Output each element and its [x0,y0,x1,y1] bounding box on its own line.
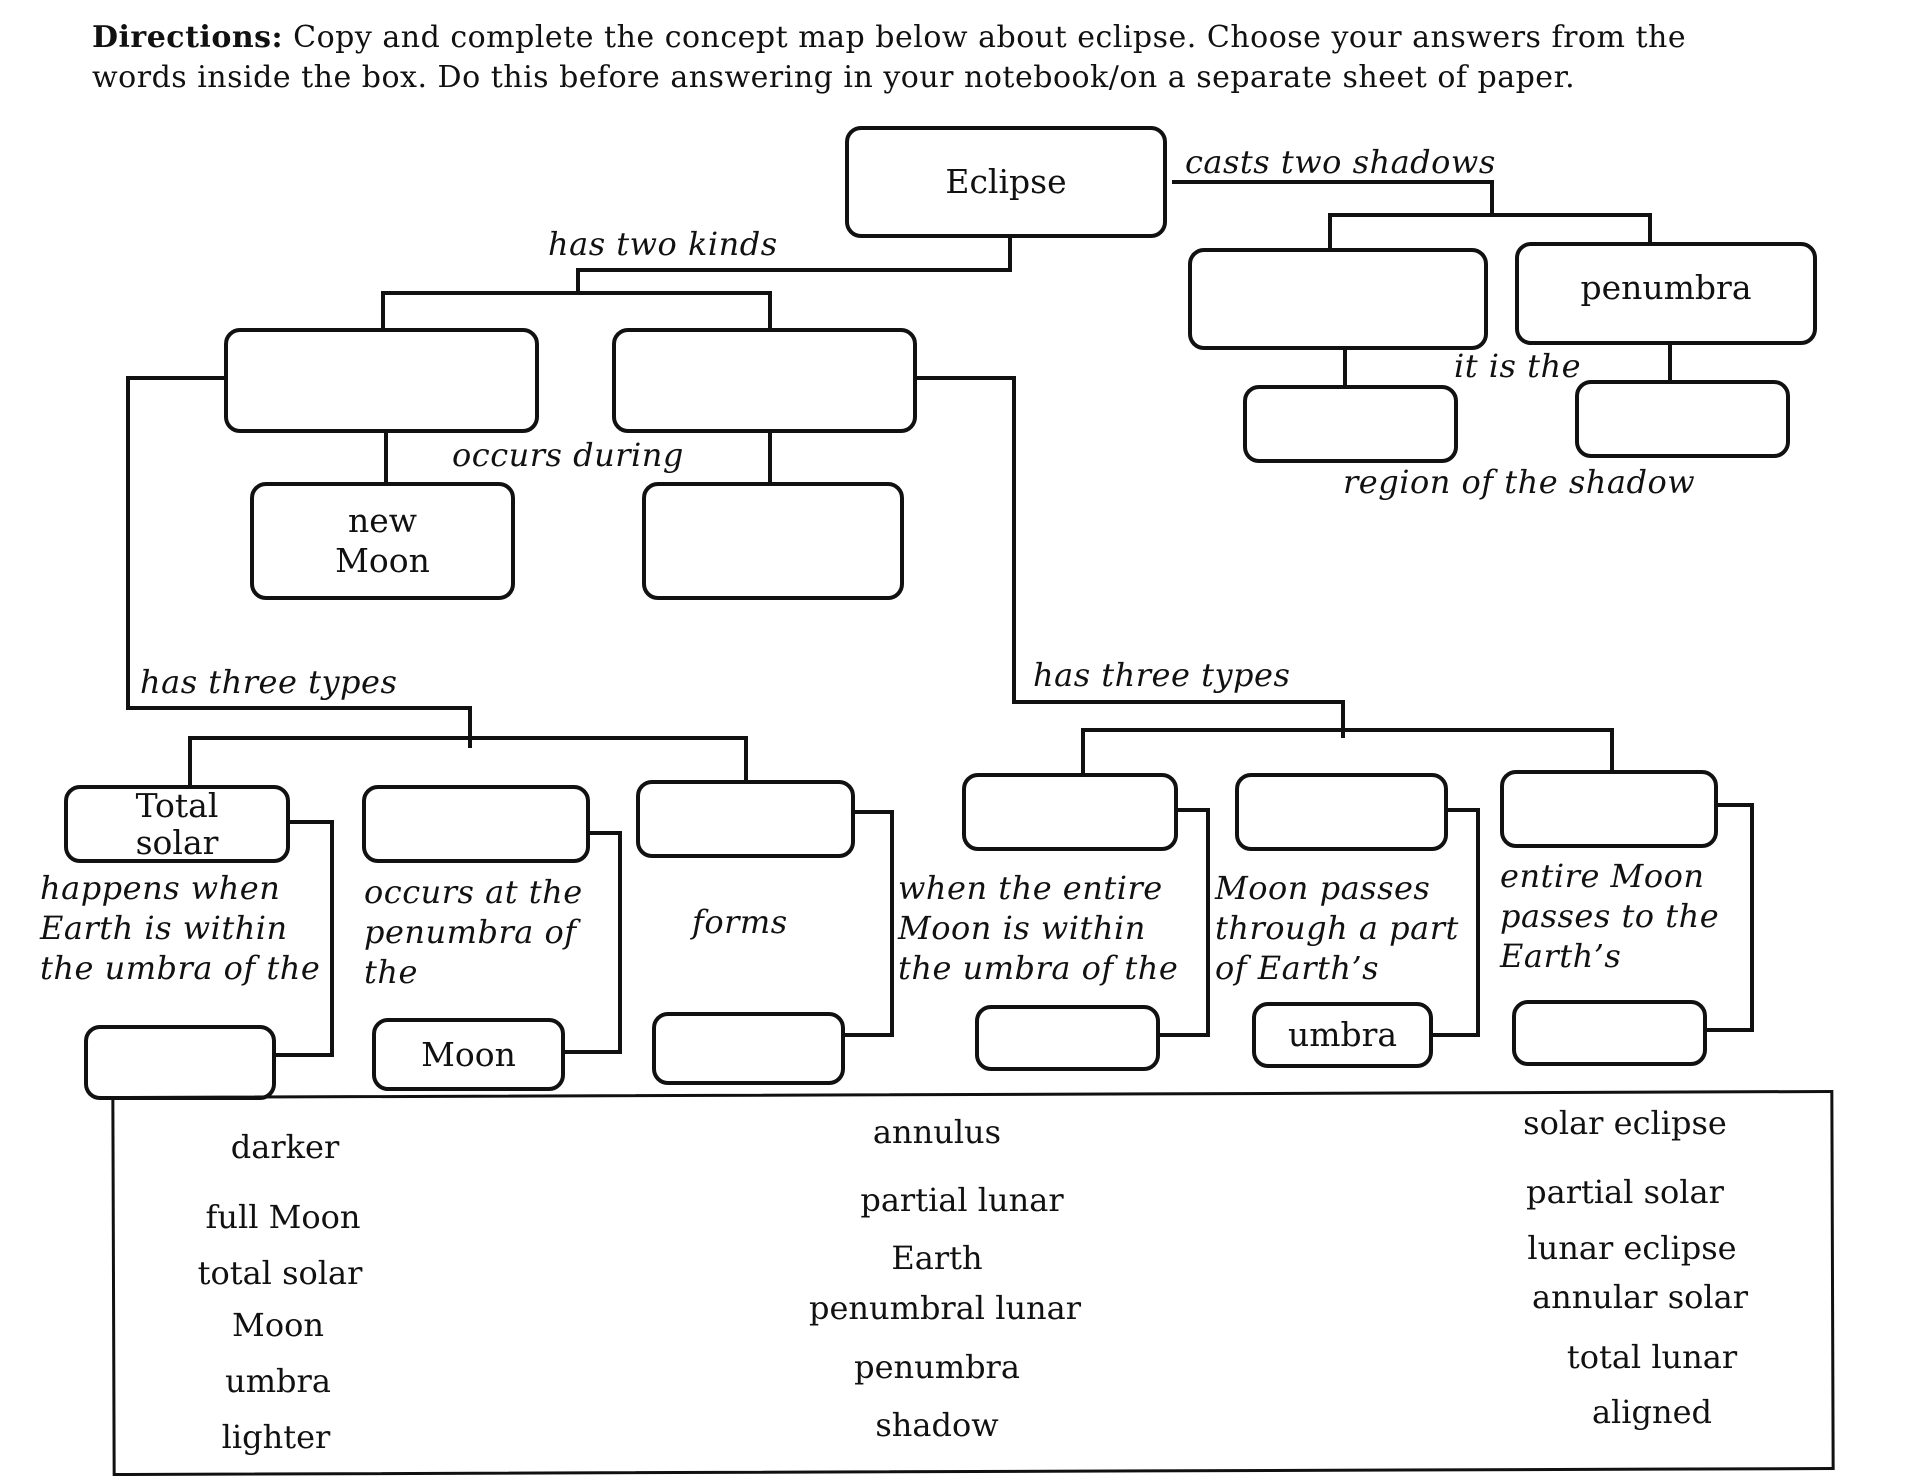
eclipse-node-label: Eclipse [945,162,1067,201]
link-it-is-the: it is the [1454,347,1581,385]
lunar-ans-1-blank[interactable] [975,1005,1160,1071]
region-left-blank[interactable] [1243,385,1458,463]
connector-shadows-bracket [1328,213,1652,250]
word-bank-item: lunar eclipse [1527,1229,1737,1267]
link-has-three-types-left: has three types [140,663,398,701]
directions-lead: Directions: [92,20,284,55]
word-bank-item: total lunar [1566,1338,1738,1376]
moon-node-label: Moon [421,1034,516,1074]
link-lunar-1-desc: when the entire Moon is within the umbra… [898,869,1179,987]
word-bank-item: Earth [891,1239,983,1277]
word-bank-item: partial solar [1526,1173,1724,1211]
link-partial-desc: occurs at the penumbra of the [364,873,583,991]
word-bank-item: annulus [872,1113,1002,1151]
shadow-left-blank[interactable] [1188,248,1488,350]
connector-solar-1 [276,820,334,1057]
connector-solar-types-bracket [188,736,748,785]
connector-lunar-3 [1707,803,1754,1032]
moon-node: Moon [372,1018,565,1091]
eclipse-node: Eclipse [845,126,1167,238]
word-bank-item: penumbral lunar [808,1289,1082,1327]
region-right-blank[interactable] [1575,380,1790,458]
link-lunar-2-desc: Moon passes through a part of Earth’s [1215,869,1459,987]
lunar-type-3-blank[interactable] [1500,770,1718,848]
connector-eclipse-shadows [1172,180,1494,215]
total-solar-node-label: Total solar [135,786,219,862]
link-total-solar-desc: happens when Earth is within the umbra o… [40,869,321,987]
connector-kinds-bracket [381,291,772,328]
connector-eclipse-kinds [576,238,1012,293]
link-region-of-the-shadow: region of the shadow [1343,463,1696,501]
word-bank-item: lighter [221,1418,331,1456]
word-bank-item: Moon [232,1306,324,1344]
lunar-ans-3-blank[interactable] [1512,1000,1707,1066]
word-bank-item: umbra [225,1362,331,1400]
solar-type-3-blank[interactable] [636,780,855,858]
link-has-three-types-right: has three types [1033,656,1291,694]
solar-ans-1-blank[interactable] [84,1025,276,1100]
connector-solar-3 [845,810,894,1037]
word-bank-item: total solar [197,1254,363,1292]
directions-body: Copy and complete the concept map below … [92,20,1687,95]
umbra-node-label: umbra [1287,1015,1398,1054]
solar-ans-3-blank[interactable] [652,1012,845,1085]
connector-lunar-types-bracket [1081,728,1614,773]
connector-lunar-1 [1160,808,1210,1037]
connector-solar-2 [565,831,622,1054]
lunar-type-1-blank[interactable] [962,773,1178,851]
word-bank-item: partial lunar [860,1181,1064,1219]
link-occurs-during: occurs during [452,436,684,474]
link-forms: forms [692,903,788,941]
umbra-node: umbra [1252,1002,1433,1068]
occurs-right-blank[interactable] [642,482,904,600]
connector-kind-left-types [126,376,472,748]
solar-type-2-blank[interactable] [362,785,590,863]
connector-lunar-2 [1433,808,1480,1037]
word-bank-item: aligned [1591,1393,1713,1431]
penumbra-node: penumbra [1515,242,1817,345]
word-bank-item: annular solar [1532,1278,1748,1316]
total-solar-node: Total solar [64,785,290,863]
word-bank-item: darker [230,1128,340,1166]
word-bank-item: shadow [875,1406,999,1444]
new-moon-node-label: new Moon [335,501,430,580]
word-bank-item: full Moon [205,1198,361,1236]
link-casts-two-shadows: casts two shadows [1185,143,1496,181]
new-moon-node: new Moon [250,482,515,600]
word-bank-item: solar eclipse [1523,1104,1727,1142]
penumbra-node-label: penumbra [1580,268,1752,307]
kind-right-blank[interactable] [612,328,917,433]
link-lunar-3-desc: entire Moon passes to the Earth’s [1500,857,1720,975]
word-bank-item: penumbra [854,1348,1020,1386]
kind-left-blank[interactable] [224,328,539,433]
lunar-type-2-blank[interactable] [1235,773,1448,851]
connector-kind-right-types [914,376,1345,738]
link-has-two-kinds: has two kinds [548,225,778,263]
directions-text: Directions: Copy and complete the concep… [92,18,1772,98]
